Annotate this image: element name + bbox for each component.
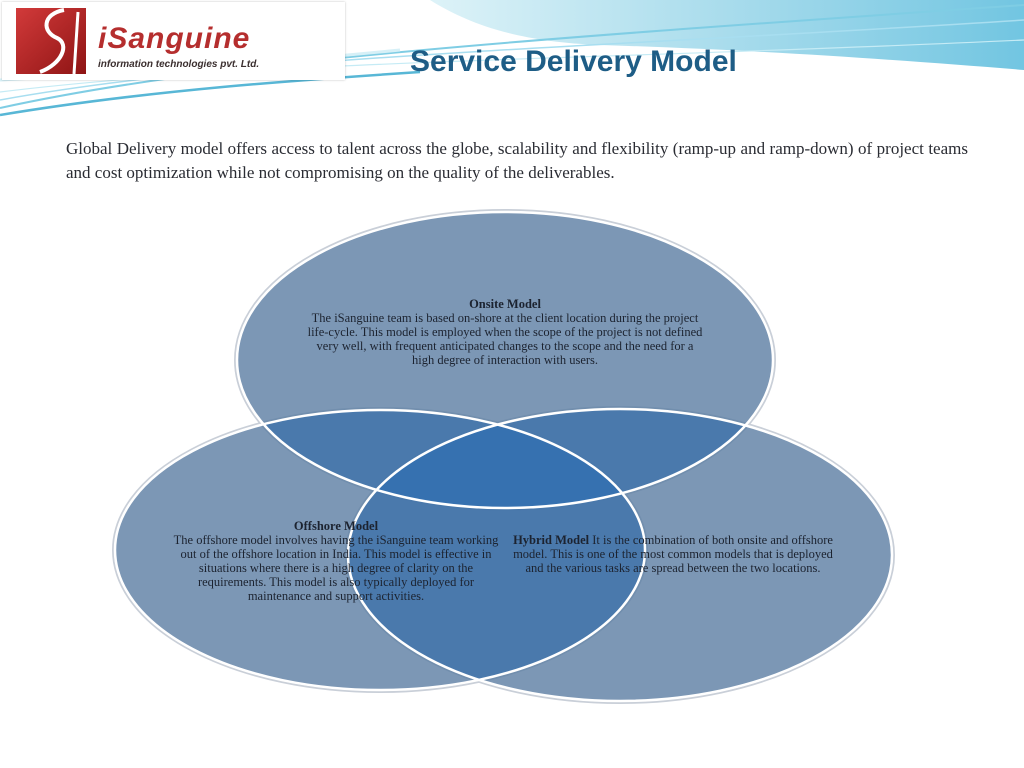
offshore-title: Offshore Model <box>293 519 379 533</box>
venn-outline-offshore <box>113 408 647 692</box>
onsite-description: The iSanguine team is based on-shore at … <box>307 311 703 367</box>
intro-paragraph: Global Delivery model offers access to t… <box>66 139 968 182</box>
offshore-caption: Offshore Model The offshore model involv… <box>168 519 504 603</box>
company-logo: iSanguine information technologies pvt. … <box>2 2 345 80</box>
logo-brand-text: iSanguine <box>98 22 251 55</box>
hybrid-caption: Hybrid Model It is the combination of bo… <box>508 533 838 575</box>
offshore-description: The offshore model involves having the i… <box>173 533 499 603</box>
logo-emblem-icon <box>16 8 86 75</box>
venn-overlap-offshore-hybrid <box>348 410 645 690</box>
hybrid-description: It is the combination of both onsite and… <box>513 533 833 575</box>
venn-outline-onsite <box>235 210 775 510</box>
logo-tagline: information technologies pvt. Ltd. <box>98 59 260 70</box>
venn-fill-hybrid <box>348 409 892 701</box>
venn-outline-hybrid <box>346 407 894 703</box>
hybrid-title: Hybrid Model <box>513 533 590 547</box>
onsite-title: Onsite Model <box>469 297 541 311</box>
page-title: Service Delivery Model <box>410 45 737 78</box>
onsite-caption: Onsite Model The iSanguine team is based… <box>305 297 705 367</box>
